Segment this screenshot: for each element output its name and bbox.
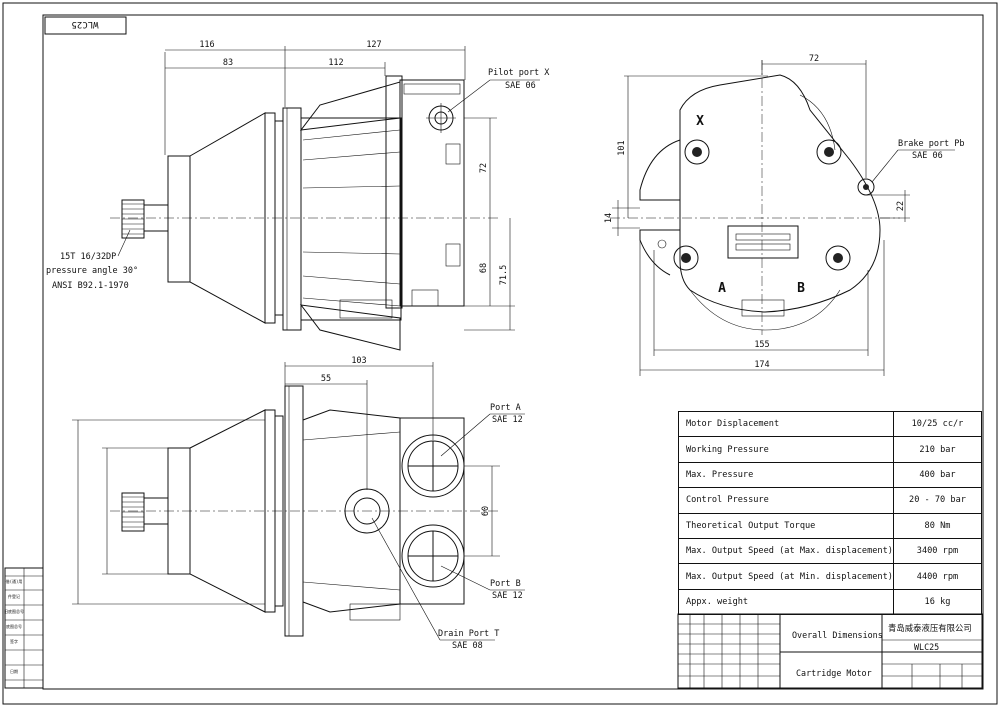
spec-label: Working Pressure [678, 436, 894, 463]
margin-label: 日期 [10, 668, 18, 674]
spec-label: Max. Pressure [678, 461, 894, 489]
dim-label: 112 [328, 58, 343, 68]
dim-label: 72 [809, 54, 819, 64]
port-letter-a: A [718, 281, 726, 296]
dim-label: 22 [896, 201, 906, 211]
spline-spec: 15T 16/32DP [60, 252, 116, 262]
company-name: 青岛威泰液压有限公司 [888, 623, 972, 633]
table-row: Max. Output Speed (at Min. displacement)… [678, 563, 983, 590]
spec-label: Max. Output Speed (at Max. displacement) [678, 537, 894, 565]
spec-value: 400 bar [892, 461, 983, 489]
brake-port-label: Brake port Pb [898, 139, 965, 149]
margin-label: 件登记 [8, 593, 20, 599]
port-a-sae: SAE 12 [492, 415, 523, 425]
port-b-label: Port B [490, 579, 521, 589]
spec-label: Max. Output Speed (at Min. displacement) [678, 563, 894, 590]
front-view: X A B 72 101 14 22 155 174 Brake port Pb… [604, 54, 965, 376]
title-block-grid [677, 613, 983, 689]
spec-label: Motor Displacement [678, 410, 894, 438]
dim-label: 101 [617, 140, 627, 155]
spec-value: 20 - 70 bar [892, 487, 983, 514]
margin-label: 借(通)用 [6, 578, 23, 584]
margin-block: 借(通)用 件登记 旧底图总号 底图总号 签字 日期 [4, 567, 44, 689]
margin-label: 签字 [10, 638, 18, 644]
spline-angle: pressure angle 30° [46, 266, 138, 276]
dim-label: 103 [351, 356, 366, 366]
dim-label: 55 [321, 374, 331, 384]
spec-value: 3400 rpm [892, 537, 983, 565]
spec-value: 210 bar [892, 436, 983, 463]
spec-label: Appx. weight [678, 588, 894, 616]
title-block: Overall Dimensions 青岛威泰液压有限公司 WLC25 Cart… [678, 614, 982, 688]
dim-label: 155 [754, 340, 769, 350]
side-view-top: 116 127 83 112 72 68 71.5 Pilot port X S… [46, 40, 550, 351]
table-row: Max. Output Speed (at Max. displacement)… [678, 537, 983, 565]
dim-label: 60 [481, 506, 491, 516]
drawing-name: Overall Dimensions [792, 630, 883, 640]
spec-value: 10/25 cc/r [892, 410, 983, 438]
spec-label: Theoretical Output Torque [678, 512, 894, 539]
model-code: WLC25 [914, 642, 940, 652]
spec-label: Control Pressure [678, 487, 894, 514]
port-letter-b: B [797, 281, 805, 296]
pilot-port-sae: SAE 06 [505, 81, 536, 91]
dim-label: 127 [366, 40, 381, 50]
brake-port-sae: SAE 06 [912, 151, 943, 161]
dim-label: 71.5 [499, 265, 509, 285]
margin-label: 底图总号 [6, 623, 22, 629]
port-letter-x: X [696, 114, 704, 129]
dim-label: 83 [223, 58, 233, 68]
port-a-label: Port A [490, 403, 521, 413]
dim-label: 174 [754, 360, 769, 370]
margin-label: 旧底图总号 [4, 608, 24, 614]
product-name: Cartridge Motor [796, 668, 872, 678]
drain-port-sae: SAE 08 [452, 641, 483, 651]
port-b-sae: SAE 12 [492, 591, 523, 601]
side-view-bottom: 103 55 60 Port A SAE 12 Port B SAE 12 Dr… [72, 356, 525, 651]
spec-value: 16 kg [892, 588, 983, 616]
pilot-port-label: Pilot port X [488, 68, 550, 78]
dim-label: 116 [199, 40, 214, 50]
drain-port-label: Drain Port T [438, 629, 499, 639]
spec-value: 80 Nm [892, 512, 983, 539]
dim-label: 72 [479, 163, 489, 173]
dim-label: 14 [604, 213, 614, 223]
dim-label: 68 [479, 263, 489, 273]
spec-value: 4400 rpm [892, 563, 983, 590]
spline-standard: ANSI B92.1-1970 [52, 281, 129, 291]
code-stamp: WLC25 [71, 19, 98, 29]
